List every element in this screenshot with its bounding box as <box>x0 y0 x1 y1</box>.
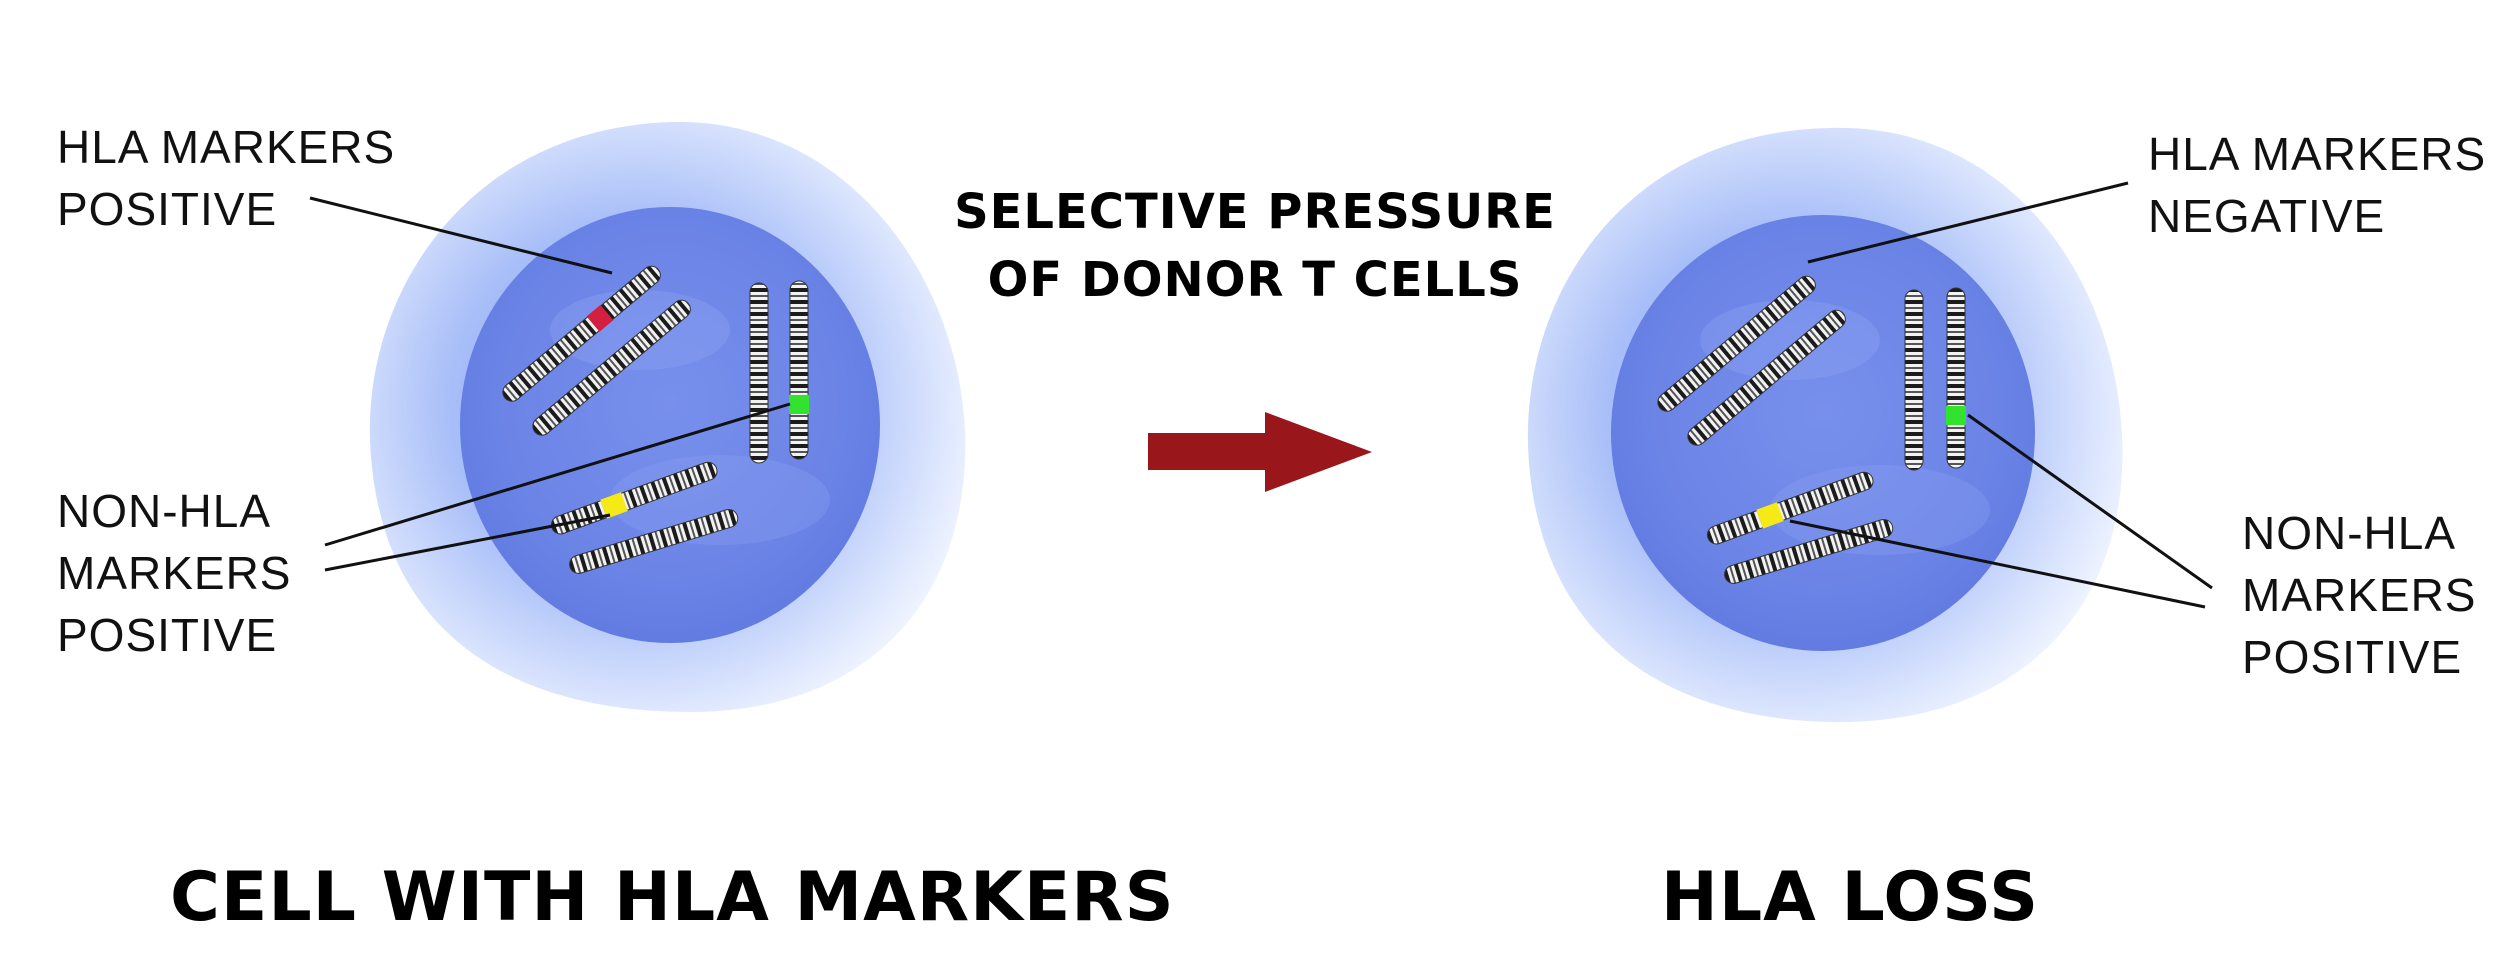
right-nucleus <box>1611 215 2035 651</box>
right-hla-markers-label: HLA MARKERS NEGATIVE <box>2148 128 2487 242</box>
right-non-hla-marker-yellow <box>1756 502 1784 529</box>
selective-pressure-title: SELECTIVE PRESSURE OF DONOR T CELLS <box>954 184 1556 308</box>
right-leader-lines <box>1789 181 2213 609</box>
left-non-hla-marker-green <box>789 395 809 414</box>
left-chromosome-pair-lower <box>550 461 739 574</box>
left-hla-markers-label: HLA MARKERS POSITIVE <box>57 121 396 235</box>
right-non-hla-marker-green <box>1946 406 1966 425</box>
left-leader-lines <box>309 196 791 572</box>
left-nucleus <box>460 207 880 643</box>
right-chromosome-pair-diagonal <box>1657 275 1846 446</box>
right-chromosome-pair-lower <box>1706 471 1894 584</box>
left-non-hla-markers-label: NON-HLA MARKERS POSITIVE <box>57 485 292 661</box>
right-cell <box>1527 127 2213 722</box>
right-arrow-icon <box>1148 412 1372 492</box>
left-chromosome-pair-vertical <box>749 280 809 464</box>
right-non-hla-markers-label: NON-HLA MARKERS POSITIVE <box>2242 507 2477 683</box>
right-chromosome-pair-vertical <box>1904 287 1966 471</box>
left-cell <box>309 121 966 712</box>
left-non-hla-marker-yellow <box>600 492 628 519</box>
right-cell-caption: HLA LOSS <box>1660 858 2040 937</box>
left-cell-caption: CELL WITH HLA MARKERS <box>170 858 1175 937</box>
left-hla-marker <box>586 304 614 332</box>
left-chromosome-pair-diagonal <box>502 265 691 436</box>
